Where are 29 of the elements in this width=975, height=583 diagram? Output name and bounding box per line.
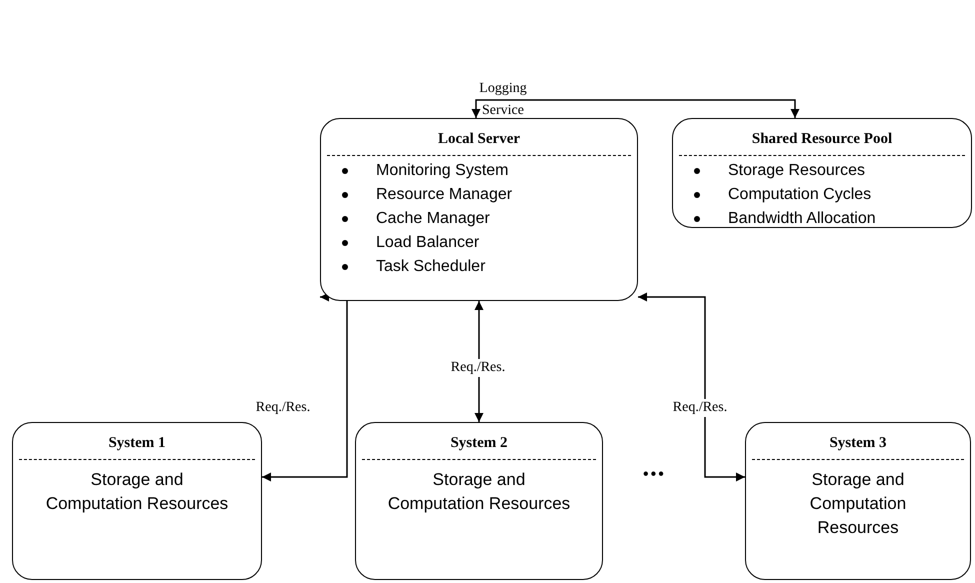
list-item: Computation Cycles: [728, 185, 872, 205]
box-title: System 2: [449, 435, 509, 452]
list-item: Load Balancer: [376, 233, 480, 253]
rounded-box: [745, 422, 971, 580]
box-text: Storage and Computation Resources: [44, 469, 230, 515]
box-title: Shared Resource Pool: [750, 131, 894, 148]
box-title: System 3: [828, 435, 888, 452]
box-title: System 1: [107, 435, 167, 452]
list-item: Bandwidth Allocation: [728, 209, 876, 229]
list-item: Cache Manager: [376, 209, 490, 229]
double-arrow: [472, 99, 800, 118]
edge-label: Req./Res.: [254, 399, 312, 417]
list-item: Monitoring System: [376, 161, 508, 181]
box-title: Local Server: [436, 131, 522, 148]
rounded-box: [12, 422, 262, 580]
ellipsis: •••: [643, 466, 666, 484]
list-item: Task Scheduler: [376, 257, 486, 277]
rounded-box: [355, 422, 603, 580]
edge-label: Logging Service: [478, 80, 528, 120]
list-item: Storage Resources: [728, 161, 865, 181]
edge-label: Req./Res.: [448, 359, 508, 377]
box-text: Storage and Computation Resources: [808, 469, 908, 539]
double-arrow: [262, 292, 348, 482]
box-text: Storage and Computation Resources: [386, 469, 572, 515]
list-item: Resource Manager: [376, 185, 512, 205]
double-arrow: [638, 292, 745, 482]
edge-label: Req./Res.: [670, 399, 730, 417]
rounded-box: [320, 118, 638, 301]
rounded-box: [672, 118, 972, 228]
